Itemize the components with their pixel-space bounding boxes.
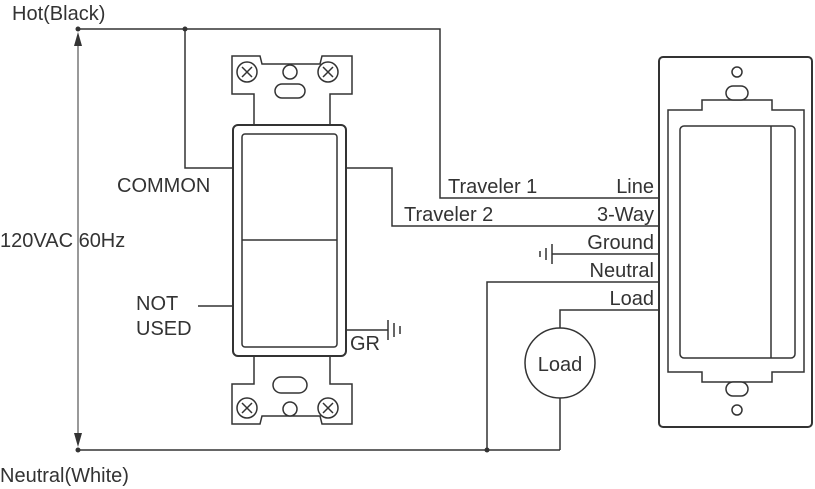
smart-switch-top-hole-icon — [731, 66, 743, 78]
voltage-arrow-down-icon — [74, 433, 82, 447]
load-label: Load — [538, 354, 583, 376]
voltage-arrow-up-icon — [74, 32, 82, 46]
switch-top-hole-icon — [282, 64, 298, 80]
neutral-supply-label: Neutral(White) — [0, 465, 129, 487]
three-way-terminal-label: 3-Way — [597, 204, 654, 226]
neutral-terminal-dot — [75, 447, 81, 453]
hot-label: Hot(Black) — [12, 3, 105, 25]
smart-switch-bottom-hole-icon — [731, 404, 743, 416]
not-used-label-line2: USED — [136, 318, 192, 340]
hot-terminal-dot — [75, 26, 81, 32]
gr-label: GR — [350, 333, 380, 355]
switch-bottom-slot-icon — [272, 376, 308, 394]
neutral-terminal-wire — [486, 281, 658, 450]
voltage-label: 120VAC 60Hz — [0, 230, 125, 252]
load-terminal-wire — [559, 309, 658, 328]
line-terminal-label: Line — [616, 176, 654, 198]
switch-top-slot-icon — [274, 83, 306, 99]
not-used-label-line1: NOT — [136, 293, 178, 315]
common-label: COMMON — [117, 175, 210, 197]
smart-switch-top-slot-icon — [725, 85, 749, 101]
hot-wire — [78, 28, 658, 199]
load-circle — [524, 327, 596, 399]
gr-ground-symbol-icon — [387, 320, 401, 340]
smart-switch-paddle — [679, 125, 796, 359]
switch-bottom-hole-icon — [282, 401, 298, 417]
ground-symbol-icon — [539, 244, 553, 264]
traveler1-wire — [346, 167, 658, 227]
smart-switch — [658, 56, 813, 428]
smart-switch-bottom-slot-icon — [725, 381, 749, 397]
traveler1-label: Traveler 1 — [448, 176, 537, 198]
load-terminal-label: Load — [610, 288, 655, 310]
common-wire — [184, 29, 234, 169]
neutral-terminal-label: Neutral — [590, 260, 654, 282]
three-way-switch — [231, 55, 353, 425]
ground-terminal-label: Ground — [587, 232, 654, 254]
supply-wires — [74, 26, 658, 453]
traveler2-label: Traveler 2 — [404, 204, 493, 226]
interconnect-wires — [184, 29, 658, 450]
